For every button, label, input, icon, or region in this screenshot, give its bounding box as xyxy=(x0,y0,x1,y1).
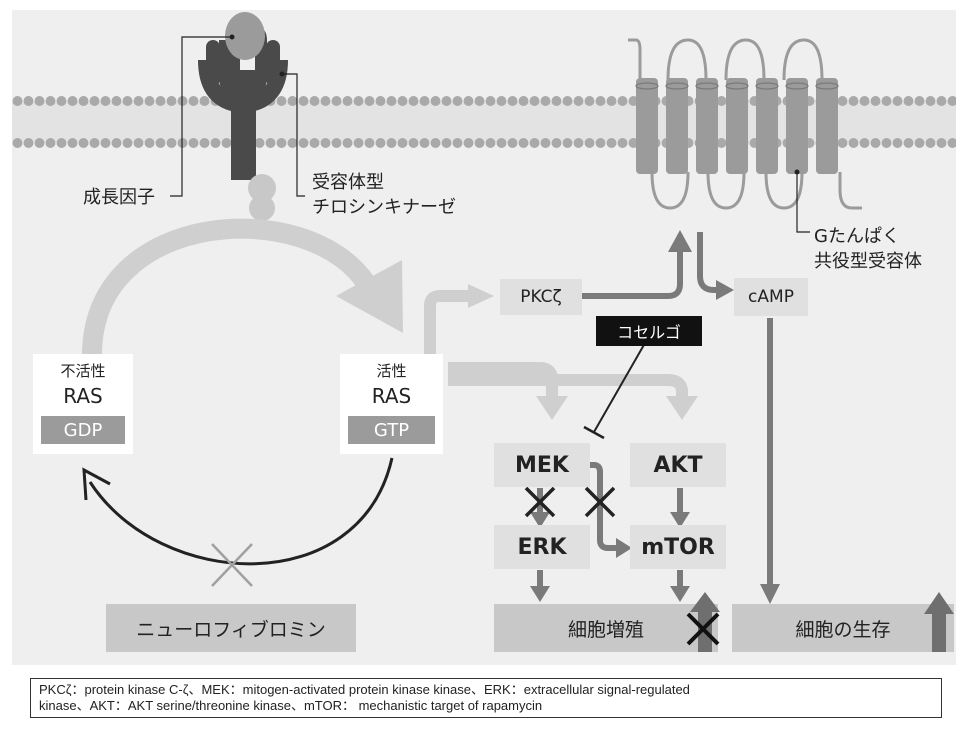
increase-arrow-survival-icon xyxy=(924,592,954,652)
legend-line2: kinase、AKT：AKT serine/threonine kinase、m… xyxy=(39,698,933,714)
legend-line1: PKCζ：protein kinase C-ζ、MEK：mitogen-acti… xyxy=(39,682,933,698)
abbreviation-legend: PKCζ：protein kinase C-ζ、MEK：mitogen-acti… xyxy=(30,678,942,718)
